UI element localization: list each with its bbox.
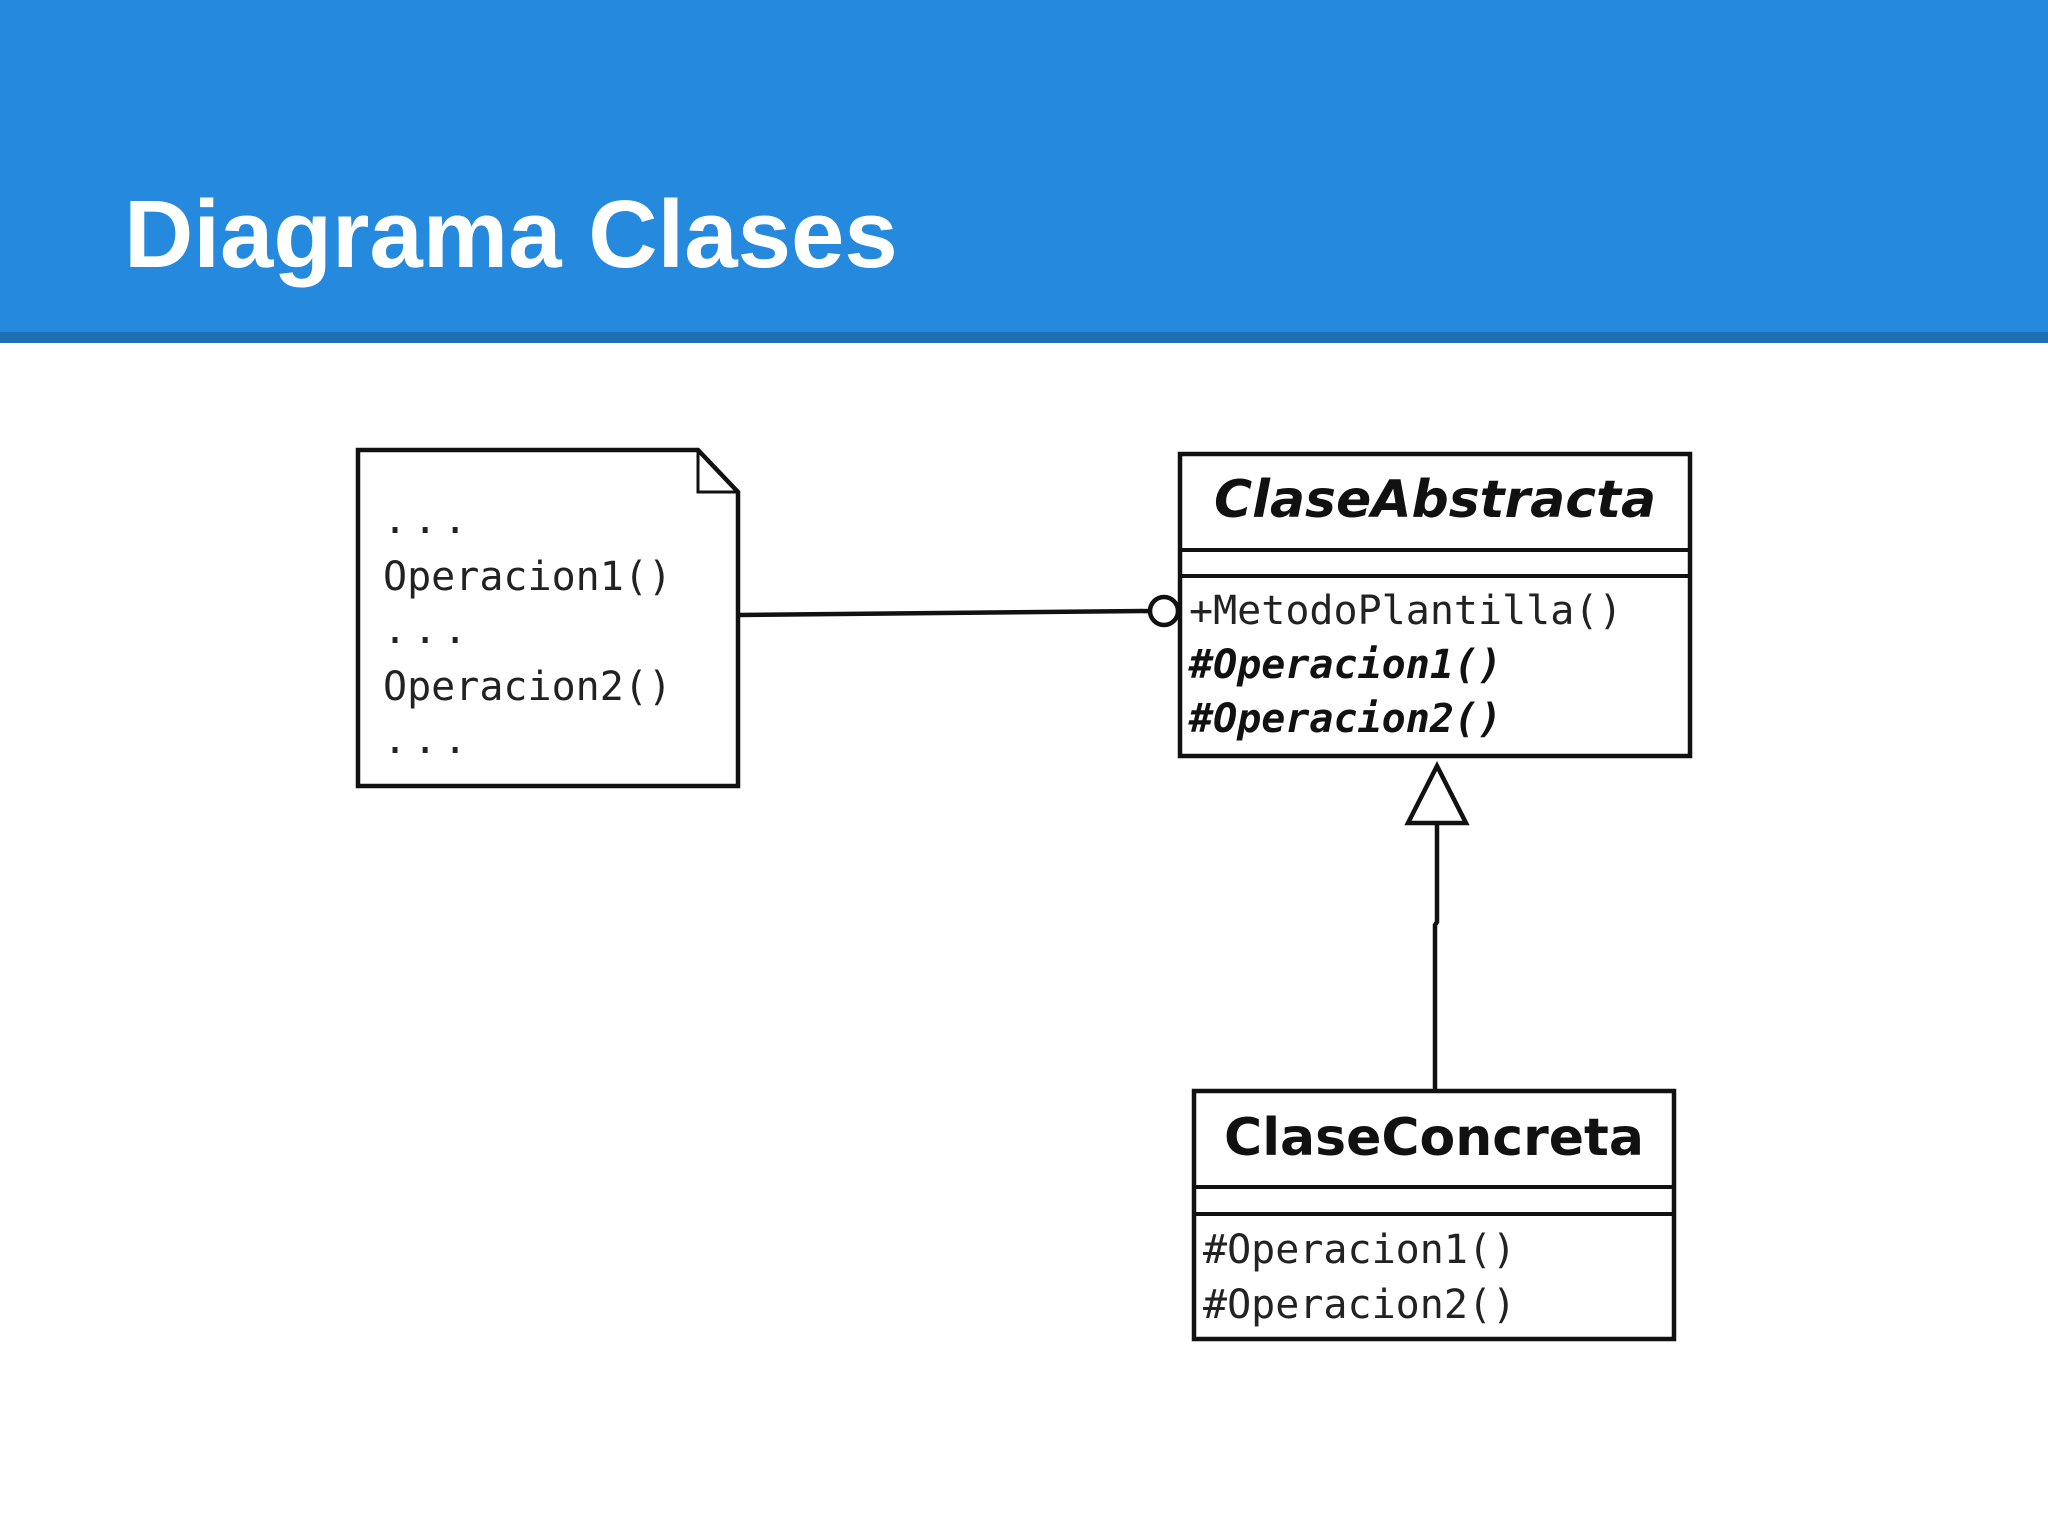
note-line: ... xyxy=(383,497,473,543)
header-divider xyxy=(0,332,2048,343)
concrete-class-box: ClaseConcreta #Operacion1() #Operacion2(… xyxy=(1191,1088,1677,1342)
generalization-arrow xyxy=(1404,761,1470,1090)
note-shape xyxy=(355,447,741,789)
note-line: Operacion2() xyxy=(383,664,672,710)
concrete-class-operation: #Operacion1() xyxy=(1203,1227,1516,1273)
connector-circle xyxy=(1147,594,1181,628)
abstract-class-box: ClaseAbstracta +MetodoPlantilla() #Opera… xyxy=(1177,451,1693,759)
abstract-class-frame xyxy=(1177,451,1693,759)
generalization-line xyxy=(1432,823,1440,1090)
abstract-class-operation: #Operacion1() xyxy=(1188,642,1502,688)
note-connector xyxy=(739,594,1181,628)
note: ... Operacion1() ... Operacion2() ... xyxy=(355,447,741,789)
abstract-class-operation: +MetodoPlantilla() xyxy=(1189,588,1622,634)
slide-header xyxy=(0,0,2048,332)
abstract-class-name: ClaseAbstracta xyxy=(1214,470,1656,530)
concrete-class-operation: #Operacion2() xyxy=(1203,1282,1516,1328)
note-line: ... xyxy=(383,607,473,653)
generalization-arrowhead xyxy=(1404,761,1470,826)
connector-line xyxy=(739,608,1151,618)
slide-title: Diagrama Clases xyxy=(124,181,898,288)
abstract-class-operation: #Operacion2() xyxy=(1188,696,1502,742)
concrete-class-name: ClaseConcreta xyxy=(1224,1108,1644,1168)
note-line: Operacion1() xyxy=(383,554,672,600)
note-line: ... xyxy=(383,717,473,763)
note-fold xyxy=(696,450,738,494)
